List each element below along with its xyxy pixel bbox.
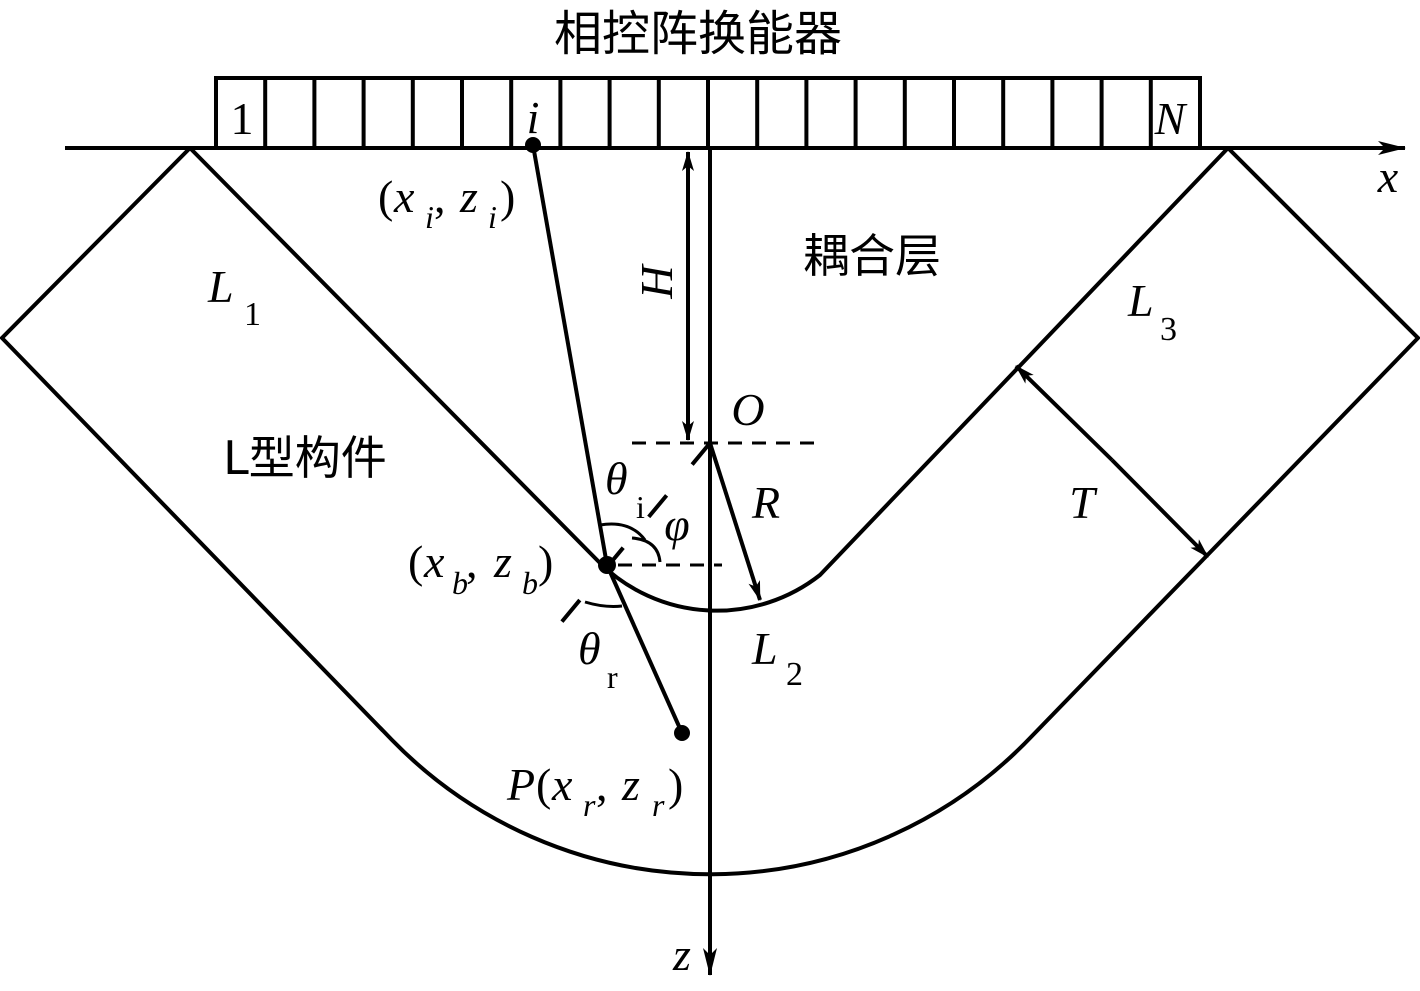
target-coordinate-label: P ( x r , z r ) — [506, 759, 683, 823]
svg-text:): ) — [500, 171, 515, 222]
svg-text:b: b — [522, 565, 538, 601]
surface-normal-dashed-line — [543, 441, 712, 644]
svg-text:i: i — [488, 199, 497, 235]
segment-label-L2: L 2 — [751, 623, 803, 693]
svg-text:i: i — [636, 489, 645, 525]
transducer-element-dividers — [263, 78, 1153, 148]
svg-text:,: , — [596, 759, 608, 810]
segment-label-L1: L 1 — [207, 261, 261, 333]
svg-text:z: z — [459, 171, 478, 222]
refracted-ray — [605, 564, 684, 734]
svg-text:L: L — [1127, 275, 1154, 326]
radius-r-label: R — [751, 477, 780, 528]
svg-text:(: ( — [536, 759, 551, 810]
svg-text:L: L — [751, 623, 778, 674]
element-point-dot — [525, 137, 541, 153]
component-inner-surface — [188, 146, 1230, 613]
refracted-angle-label: θ r — [578, 623, 618, 695]
boundary-coordinate-label: ( x b , z b ) — [408, 536, 553, 601]
svg-text:,: , — [466, 536, 478, 587]
radius-r-arrow — [708, 442, 762, 601]
svg-text:r: r — [652, 787, 665, 823]
svg-text:θ: θ — [578, 623, 601, 674]
thickness-t-arrow-up — [1014, 364, 1114, 462]
svg-text:r: r — [607, 659, 618, 695]
svg-text:3: 3 — [1160, 311, 1177, 348]
incident-angle-arc — [599, 522, 647, 541]
x-axis-label: x — [1377, 151, 1399, 202]
svg-text:i: i — [425, 199, 434, 235]
incident-ray — [531, 144, 609, 566]
svg-text:,: , — [434, 171, 446, 222]
svg-text:1: 1 — [244, 296, 261, 333]
svg-text:x: x — [393, 171, 415, 222]
svg-text:P: P — [506, 759, 535, 810]
svg-text:): ) — [538, 536, 553, 587]
first-element-label: 1 — [231, 93, 254, 144]
refracted-angle-arc — [584, 600, 623, 608]
svg-text:): ) — [668, 759, 683, 810]
svg-text:L: L — [207, 261, 234, 312]
incident-angle-label: θ i — [605, 453, 645, 525]
z-axis-label: z — [672, 929, 691, 980]
segment-label-L3: L 3 — [1127, 275, 1177, 348]
diagram-title: 相控阵换能器 — [554, 6, 842, 62]
active-element-label: i — [527, 92, 540, 143]
coupling-layer-label: 耦合层 — [803, 229, 941, 283]
svg-text:(: ( — [408, 536, 423, 587]
svg-text:x: x — [423, 536, 445, 587]
phi-angle-arc — [631, 536, 662, 563]
svg-text:r: r — [583, 787, 596, 823]
component-outer-surface — [0, 146, 1420, 877]
last-element-label: N — [1154, 93, 1188, 144]
svg-text:2: 2 — [786, 656, 803, 693]
element-coordinate-label: ( x i , z i ) — [378, 171, 515, 235]
component-label: L型构件 — [223, 431, 387, 485]
h-dimension-label: H — [631, 263, 682, 300]
center-o-label: O — [731, 384, 764, 435]
phased-array-transducer — [214, 76, 1202, 150]
svg-text:z: z — [493, 536, 512, 587]
svg-text:z: z — [621, 759, 640, 810]
svg-text:b: b — [452, 565, 468, 601]
svg-text:x: x — [551, 759, 573, 810]
target-point-dot — [674, 725, 690, 741]
thickness-t-label: T — [1069, 477, 1098, 528]
svg-text:θ: θ — [605, 453, 628, 504]
thickness-t-arrow-down — [1110, 458, 1210, 559]
phi-angle-label: φ — [664, 499, 689, 550]
svg-text:(: ( — [378, 171, 393, 222]
